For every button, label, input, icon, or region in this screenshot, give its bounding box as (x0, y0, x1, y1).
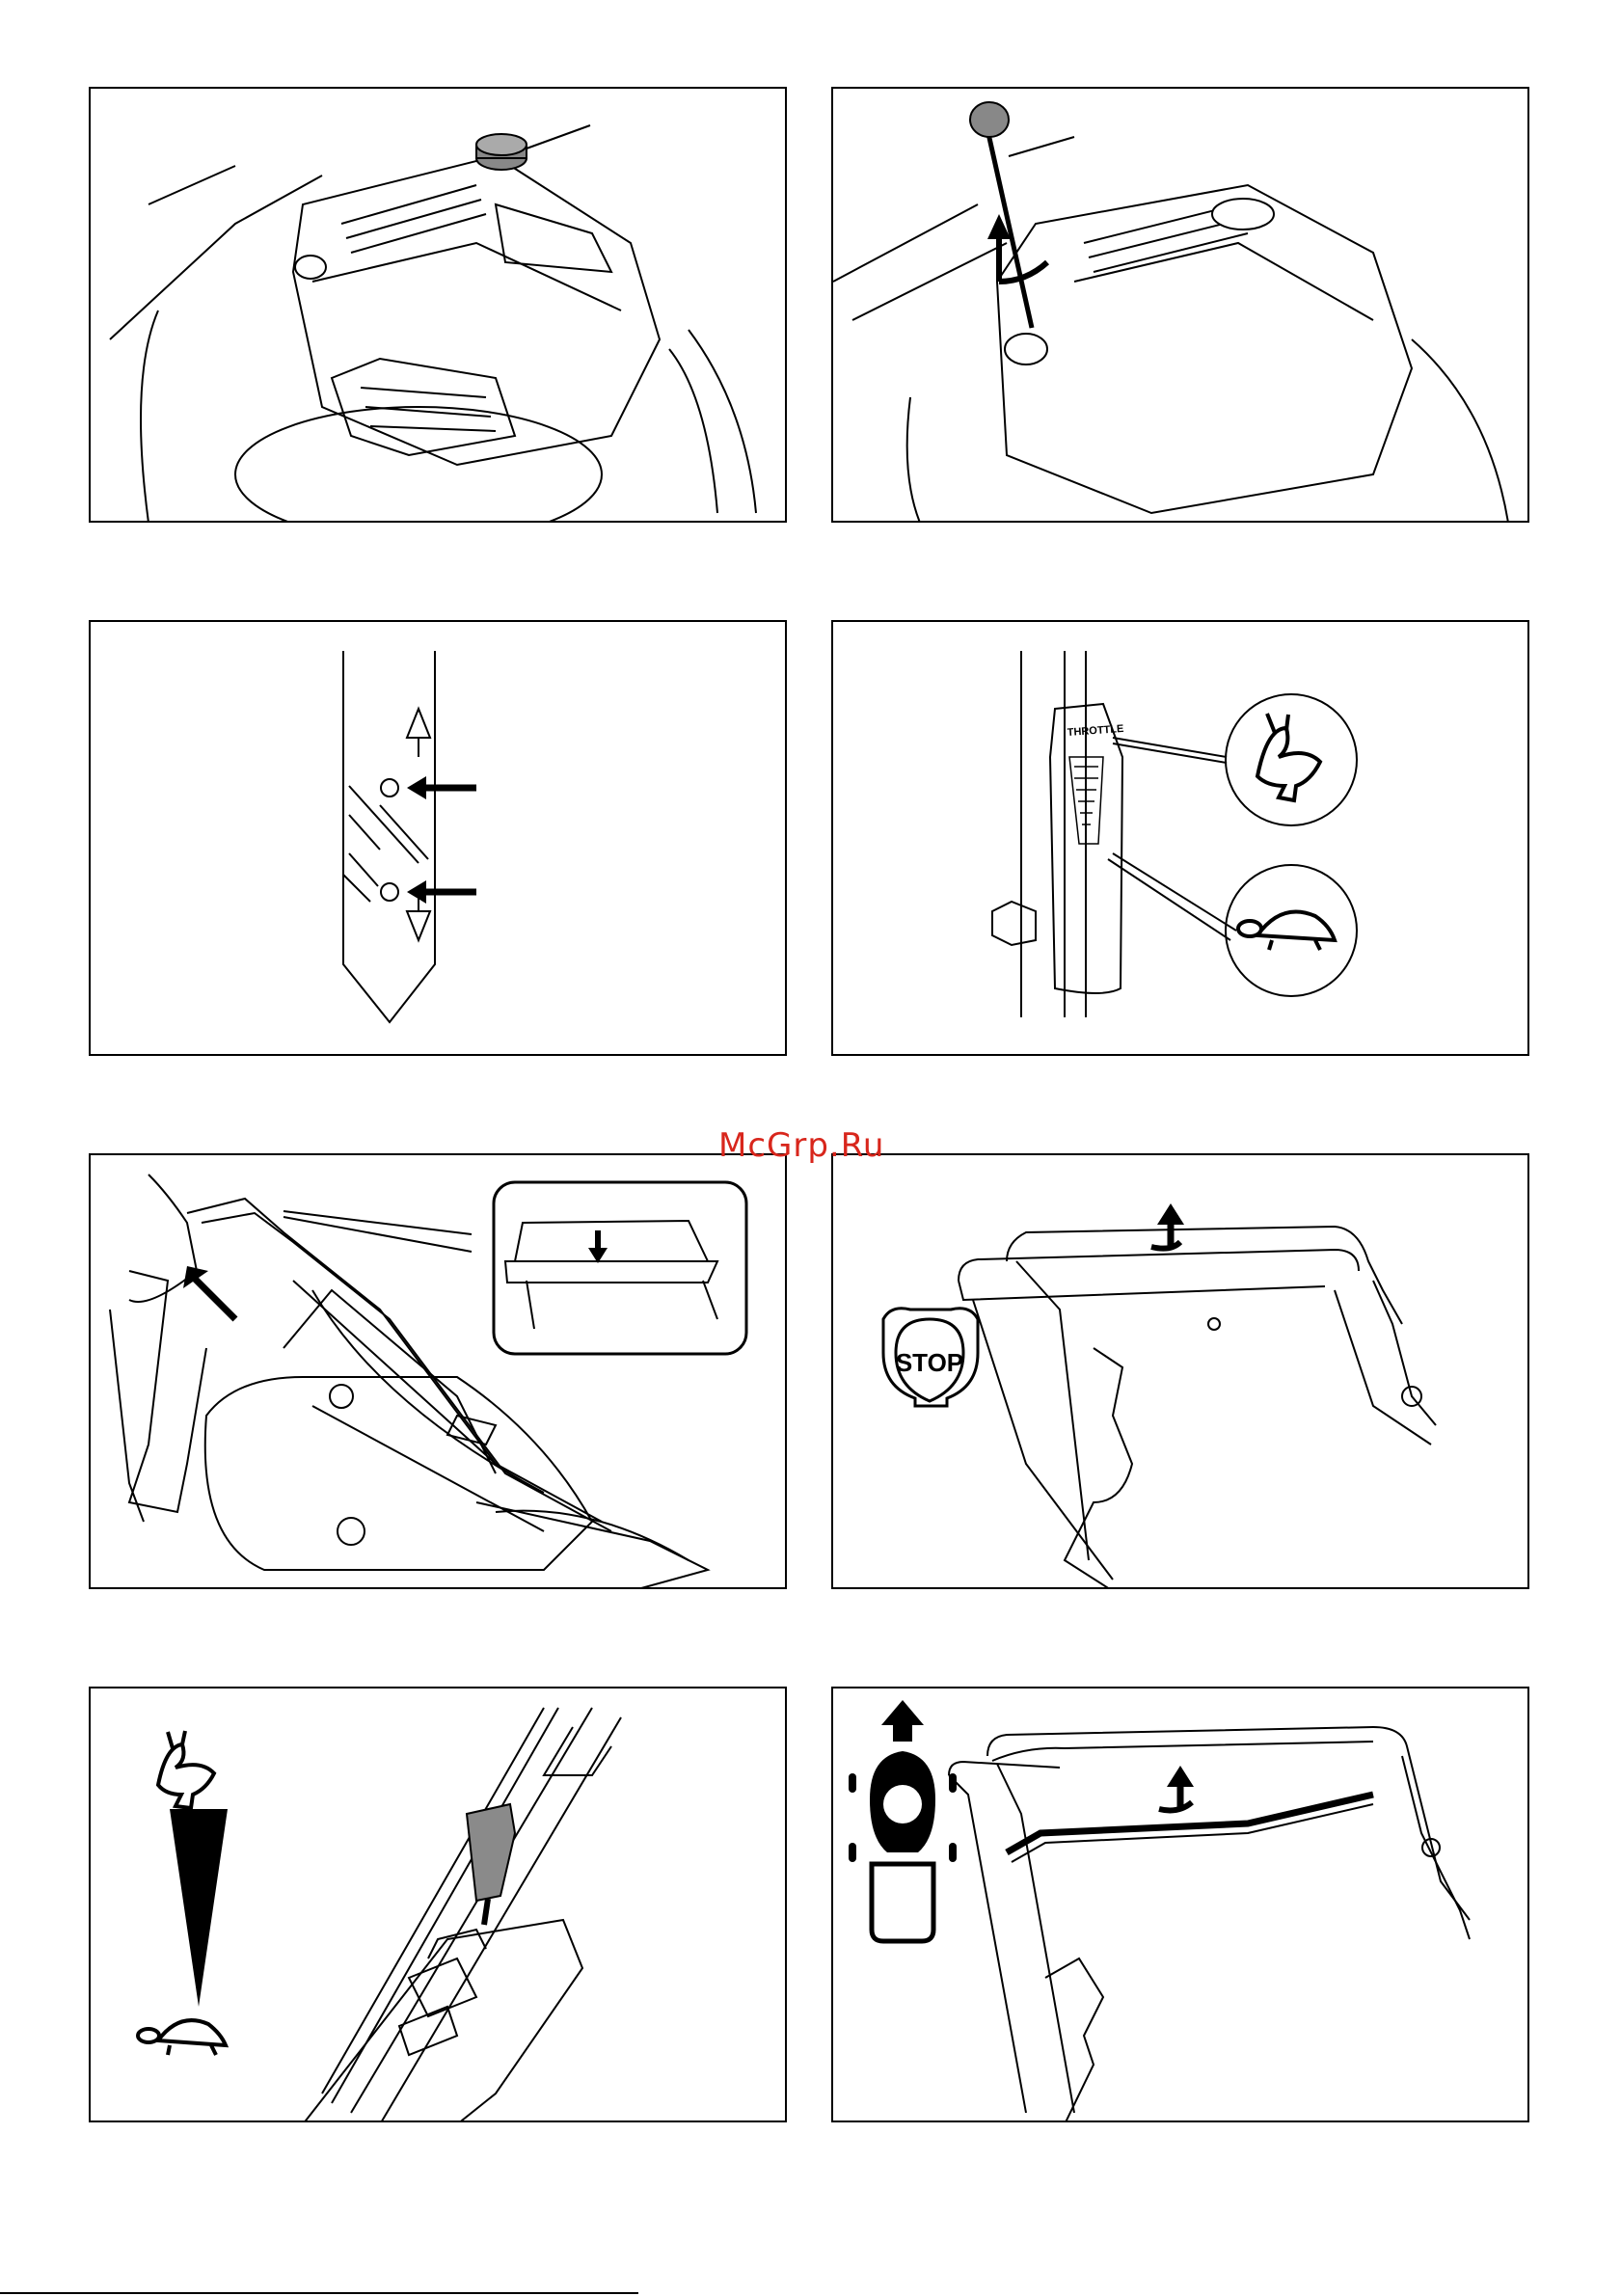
rabbit-icon (1257, 714, 1320, 800)
fuel-cap-icon (476, 134, 527, 170)
callout-line (527, 125, 590, 149)
drive-forward-icon (849, 1700, 957, 1941)
arrow-left-icon (407, 776, 476, 799)
drive-illustration (833, 1688, 1529, 2122)
panel-operator-handle (89, 1153, 787, 1589)
panel-engine-fuel-cap (89, 87, 787, 523)
turtle-icon (138, 2020, 226, 2055)
dipstick-illustration (833, 89, 1529, 523)
watermark: McGrp.Ru (718, 1126, 884, 1165)
bail-illustration: STOP (833, 1155, 1529, 1589)
operator-illustration (91, 1155, 787, 1589)
throttle-illustration: THROTTLE (833, 622, 1529, 1056)
speed-illustration (91, 1688, 787, 2122)
rabbit-icon (158, 1731, 214, 1808)
inset-detail (494, 1182, 746, 1354)
footer-rule (0, 2292, 638, 2294)
speed-wedge-icon (170, 1809, 228, 2007)
panel-throttle: THROTTLE (831, 620, 1529, 1056)
arrow-left-icon (407, 880, 476, 904)
arrow-up-icon (1159, 1766, 1194, 1810)
stop-label: STOP (896, 1348, 963, 1377)
engine-illustration (91, 89, 787, 523)
panel-drive-engage (831, 1687, 1529, 2122)
callout-line (1009, 137, 1074, 156)
arrow-up-left-icon (183, 1266, 235, 1319)
panel-speed-control (89, 1687, 787, 2122)
panel-dipstick-marks (89, 620, 787, 1056)
panel-stop-bail: STOP (831, 1153, 1529, 1589)
arrow-up-icon (1151, 1203, 1184, 1249)
dipstick-marks-illustration (91, 622, 787, 1056)
stop-sign-icon: STOP (883, 1309, 978, 1406)
turtle-icon (1238, 912, 1335, 951)
panel-oil-dipstick (831, 87, 1529, 523)
dipstick-icon (970, 102, 1032, 328)
